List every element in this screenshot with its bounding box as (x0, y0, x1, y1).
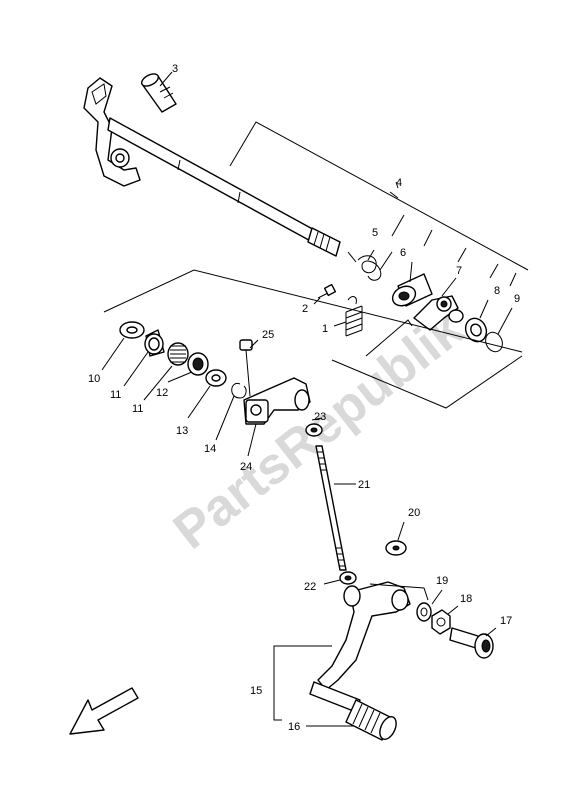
shift-shaft (107, 117, 319, 245)
callout-1: 1 (322, 323, 328, 335)
callout-5: 5 (372, 227, 378, 239)
nut-23 (305, 423, 323, 437)
callout-2: 2 (302, 303, 308, 315)
circlip-9 (485, 331, 503, 353)
shaft-spline-end (307, 227, 341, 257)
callout-22: 22 (304, 581, 316, 593)
callout-12: 12 (156, 387, 168, 399)
washer-10 (119, 321, 145, 339)
callout-6: 6 (400, 247, 406, 259)
lever-24 (243, 377, 311, 425)
front-direction-arrow-icon (69, 687, 139, 735)
shift-rod-21 (315, 445, 347, 571)
shift-pedal-15 (309, 581, 411, 713)
washer-20 (385, 540, 407, 556)
nut-22 (339, 571, 357, 585)
callout-18: 18 (460, 593, 472, 605)
callout-7: 7 (456, 265, 462, 277)
spring-5 (347, 251, 393, 281)
bearing-11a (144, 329, 165, 357)
callout-23: 23 (314, 411, 326, 423)
callout-25: 25 (262, 329, 274, 341)
bolt-3 (141, 73, 177, 113)
bolt-17 (449, 627, 494, 659)
spring-1 (345, 296, 363, 337)
callout-20: 20 (408, 507, 420, 519)
collar-6 (391, 273, 433, 307)
callout-13: 13 (176, 425, 188, 437)
callout-3: 3 (172, 63, 178, 75)
callout-11-a: 11 (110, 389, 121, 401)
seal-12 (187, 352, 209, 376)
bolt-25 (239, 339, 253, 397)
bolt-2 (317, 283, 337, 299)
callout-15: 15 (250, 685, 262, 697)
leader-lines (101, 71, 529, 727)
lever-7 (413, 295, 464, 331)
callout-24: 24 (240, 461, 252, 473)
callout-17: 17 (500, 615, 512, 627)
callout-8: 8 (494, 285, 500, 297)
washer-8 (464, 317, 488, 343)
callout-11-b: 11 (132, 403, 143, 415)
bearing-11b (167, 342, 189, 366)
callout-10: 10 (88, 373, 100, 385)
shift-shaft-assembly (83, 77, 341, 257)
callout-16: 16 (288, 721, 300, 733)
callout-21: 21 (358, 479, 370, 491)
callout-9: 9 (514, 293, 520, 305)
pedal-rubber-16 (345, 699, 397, 741)
shaft-bracket (83, 77, 141, 187)
callout-14: 14 (204, 443, 216, 455)
callout-19: 19 (436, 575, 448, 587)
callout-labels: 3 4 5 6 7 8 9 2 1 25 10 11 11 12 13 14 2… (88, 63, 520, 733)
washer-19 (416, 602, 432, 622)
nut-18 (431, 609, 451, 635)
washer-13 (205, 369, 227, 387)
callout-4: 4 (396, 177, 402, 189)
circlip-14 (231, 382, 247, 399)
